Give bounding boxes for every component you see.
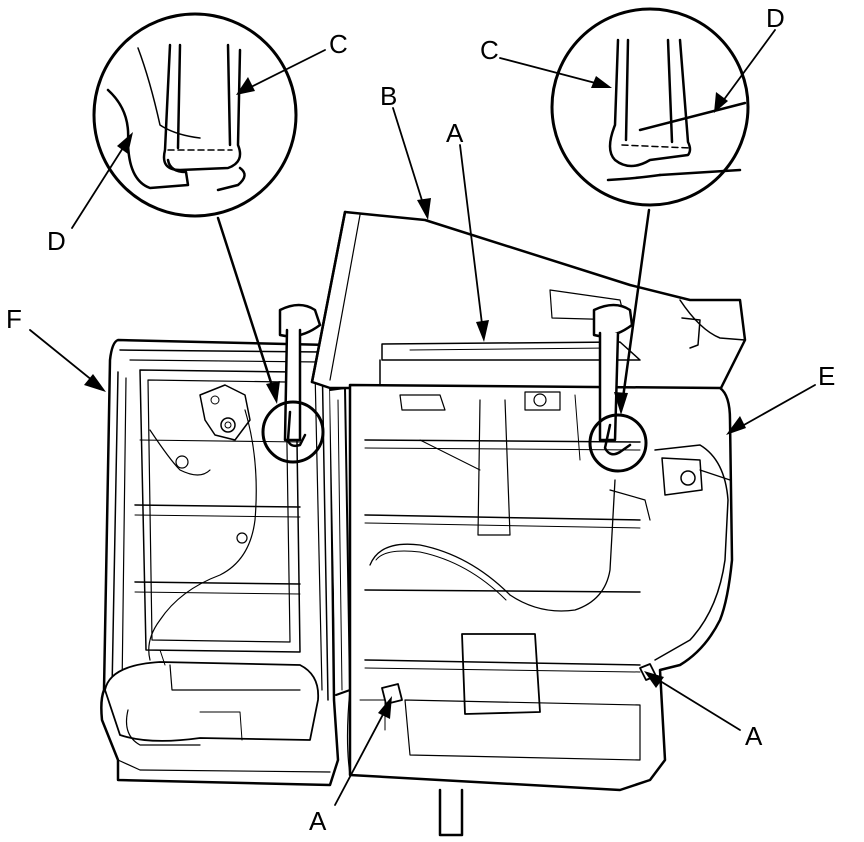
- callout-a-bottom-right: A: [745, 721, 763, 751]
- callout-d-left: D: [47, 226, 66, 256]
- callout-a-bottom-left: A: [309, 806, 327, 836]
- detail-circle-right: [550, 7, 750, 207]
- callout-a-top: A: [446, 118, 464, 148]
- hook-right: [603, 423, 632, 456]
- hook-left: [286, 410, 307, 448]
- retainer-clip-left: [381, 683, 403, 705]
- seat-cushion: [310, 210, 747, 837]
- callout-c-left: C: [329, 29, 348, 59]
- callout-e: E: [818, 361, 836, 391]
- locator-circle-left: [261, 400, 325, 464]
- headrest-post-right: [592, 303, 634, 442]
- seat-back-frame: [100, 338, 340, 787]
- callout-c-right: C: [480, 35, 499, 65]
- callout-f: F: [6, 304, 22, 334]
- leader-arrows: [29, 29, 816, 806]
- leader-lines: [216, 208, 651, 407]
- callout-d-right: D: [766, 3, 785, 33]
- locator-circle-right: [588, 413, 648, 473]
- arrowheads: [84, 76, 746, 719]
- detail-circle-left: [92, 12, 298, 218]
- callout-b: B: [380, 81, 398, 111]
